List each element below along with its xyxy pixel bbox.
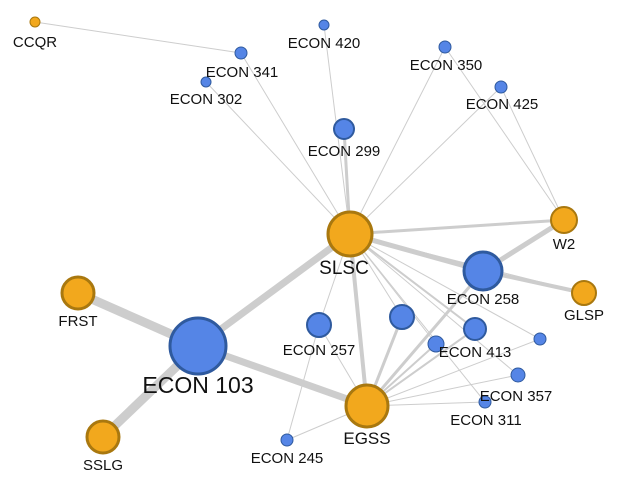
edge-egss-unl3 (366, 338, 541, 407)
node-econ258[interactable] (462, 250, 504, 292)
node-label-econ311: ECON 311 (450, 412, 521, 429)
edge-egss-econ357 (366, 374, 519, 407)
node-w2[interactable] (550, 206, 578, 234)
node-label-glsp: GLSP (564, 307, 604, 324)
node-econ103[interactable] (168, 316, 228, 376)
node-label-w2: W2 (553, 236, 576, 253)
node-econ420[interactable] (318, 19, 330, 31)
edge-slsc-econ357 (349, 233, 519, 376)
node-label-econ350: ECON 350 (410, 57, 483, 74)
node-label-econ413: ECON 413 (439, 344, 512, 361)
node-label-slsc: SLSC (319, 258, 369, 279)
node-unl3[interactable] (533, 332, 547, 346)
node-econ299[interactable] (333, 118, 355, 140)
edge-econ350-w2 (444, 46, 565, 221)
edge-econ341-slsc (240, 52, 351, 235)
edge-econ258-egss (365, 269, 485, 408)
node-slsc[interactable] (326, 210, 374, 258)
node-label-econ299: ECON 299 (308, 143, 381, 160)
node-egss[interactable] (344, 383, 390, 429)
edge-slsc-econ103 (194, 230, 354, 350)
edge-econ103-egss (194, 342, 371, 410)
node-label-econ425: ECON 425 (466, 96, 539, 113)
edge-ccqr-econ341 (34, 21, 242, 54)
edge-slsc-w2 (348, 218, 566, 236)
node-econ257[interactable] (306, 312, 332, 338)
node-label-econ257: ECON 257 (283, 342, 356, 359)
node-econ341[interactable] (234, 46, 248, 60)
node-label-econ357: ECON 357 (480, 388, 553, 405)
edge-slsc-econ311 (349, 233, 486, 403)
edge-slsc-egss (348, 232, 369, 408)
node-label-econ302: ECON 302 (170, 91, 243, 108)
node-label-sslg: SSLG (83, 457, 123, 474)
node-econ350[interactable] (438, 40, 452, 54)
node-ccqr[interactable] (29, 16, 41, 28)
edge-econ302-slsc (205, 81, 351, 235)
node-frst[interactable] (60, 275, 96, 311)
node-label-frst: FRST (58, 313, 97, 330)
node-label-ccqr: CCQR (13, 34, 57, 51)
node-econ245[interactable] (280, 433, 294, 447)
node-label-econ420: ECON 420 (288, 35, 361, 52)
node-label-egss: EGSS (343, 429, 390, 448)
node-label-econ103: ECON 103 (142, 372, 253, 398)
node-unl1[interactable] (389, 304, 415, 330)
node-label-econ245: ECON 245 (251, 450, 324, 467)
node-label-econ258: ECON 258 (447, 291, 520, 308)
edge-econ245-econ257 (286, 324, 320, 441)
edge-econ425-slsc (349, 86, 502, 235)
node-glsp[interactable] (571, 280, 597, 306)
edge-econ350-slsc (349, 46, 446, 235)
node-econ311[interactable] (478, 395, 492, 409)
edge-econ425-w2 (500, 86, 565, 221)
node-label-econ341: ECON 341 (206, 64, 279, 81)
node-unl2[interactable] (427, 335, 445, 353)
edge-slsc-econ413 (349, 233, 476, 330)
edge-slsc-unl3 (349, 233, 541, 340)
node-layer (29, 16, 597, 455)
node-econ425[interactable] (494, 80, 508, 94)
node-econ413[interactable] (463, 317, 487, 341)
node-econ357[interactable] (510, 367, 526, 383)
node-econ302[interactable] (200, 76, 212, 88)
node-sslg[interactable] (85, 419, 121, 455)
